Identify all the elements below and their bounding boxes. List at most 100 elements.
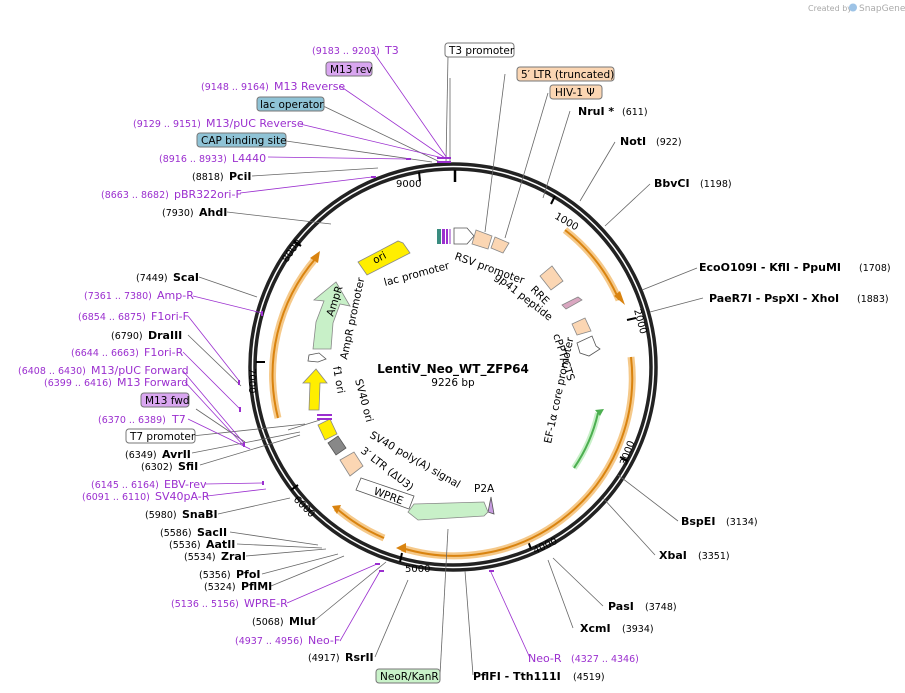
site-name-scai: ScaI [173, 271, 199, 284]
snapgene-logo-icon [849, 3, 857, 12]
primer-pos-m13-puc-reverse: (9129 .. 9151) [133, 119, 201, 130]
site-name-draiii: DraIII [148, 329, 182, 342]
cap-site-box [196, 132, 287, 148]
site-name-pfoi: PfoI [236, 568, 261, 581]
primer-pos-amp-r: (7361 .. 7380) [84, 291, 152, 302]
primer-name-m13-puc-reverse: M13/pUC Reverse [206, 117, 304, 130]
site-name-mlui: MluI [289, 615, 316, 628]
site-name-pcii: PciI [229, 170, 251, 183]
hiv-psi-box [549, 84, 603, 100]
site-pos-bbvci: (1198) [700, 179, 732, 190]
site-name-aatii: AatII [206, 538, 235, 551]
site-name-nrui: NruI * [578, 105, 614, 118]
plasmid-name: LentiV_Neo_WT_ZFP64 [377, 362, 529, 377]
primer-name-m13-puc-forward: M13/pUC Forward [91, 364, 189, 377]
credit-prefix: Created by [808, 4, 852, 13]
site-pos-paer7i: (1883) [857, 294, 889, 305]
primer-pos-t3: (9183 .. 9203) [312, 46, 380, 57]
site-pos-draiii: (6790) [111, 331, 143, 342]
feature-p2a: P2A [474, 483, 495, 495]
site-name-pasi: PasI [608, 600, 634, 613]
site-name-eco0109i: EcoO109I - KflI - PpuMI [699, 261, 841, 274]
site-pos-pflfi: (4519) [573, 672, 605, 683]
primer-pos-sv40pa-r: (6091 .. 6110) [82, 492, 150, 503]
primer-name-ebv-rev: EBV-rev [164, 478, 207, 491]
backbone-inner-ring [253, 167, 653, 567]
ltr-truncated-box [516, 66, 615, 82]
primer-pos-neo-r: (4327 .. 4346) [571, 654, 639, 665]
tick-label-8000: 8000 [280, 238, 304, 265]
tick-label-2000: 2000 [631, 308, 648, 335]
neor-kanr-box [375, 668, 441, 684]
backbone-outer-ring [248, 162, 658, 572]
site-pos-pflmi: (5324) [204, 582, 236, 593]
site-pos-scai: (7449) [136, 273, 168, 284]
site-pos-bspei: (3134) [726, 517, 758, 528]
site-name-bspei: BspEI [681, 515, 715, 528]
site-pos-eco0109i: (1708) [859, 263, 891, 274]
primer-pos-m13-forward: (6399 .. 6416) [44, 378, 112, 389]
primer-pos-m13-reverse: (9148 .. 9164) [201, 82, 269, 93]
credit-brand: SnapGene [859, 4, 905, 14]
site-name-noti: NotI [620, 135, 646, 148]
feature-lac-promoter: lac promoter [383, 260, 452, 289]
primer-pos-ebv-rev: (6145 .. 6164) [91, 480, 159, 491]
feature-f1-ori: f1 ori [330, 365, 347, 394]
primer-name-t7: T7 [171, 413, 186, 426]
primer-name-wpre-r: WPRE-R [244, 597, 288, 610]
site-pos-avrii: (6349) [125, 450, 157, 461]
site-name-avrii: AvrII [162, 448, 191, 461]
site-pos-nrui: (611) [622, 107, 648, 118]
site-name-xcmi: XcmI [580, 622, 611, 635]
t7-promoter-box [125, 428, 196, 444]
primer-marks [238, 157, 494, 572]
site-pos-aatii: (5536) [169, 540, 201, 551]
tick-marks [256, 170, 637, 563]
site-name-pflfi: PflFI - Tth111I [473, 670, 561, 683]
site-pos-zrai: (5534) [184, 552, 216, 563]
tick-label-5000: 5000 [405, 564, 430, 575]
primer-pos-t7: (6370 .. 6389) [98, 415, 166, 426]
lac-operator-box [256, 96, 325, 112]
cap-site-label: CAP binding site [201, 135, 287, 147]
site-pos-xcmi: (3934) [622, 624, 654, 635]
primer-pos-f1ori-f: (6854 .. 6875) [78, 312, 146, 323]
cds-arcs [269, 227, 636, 560]
neor-kanr-label: NeoR/KanR [380, 671, 439, 683]
site-name-snabi: SnaBI [182, 508, 218, 521]
m13-rev-box [325, 61, 373, 77]
tick-label-7000: 7000 [246, 368, 257, 393]
feature-sv40-ori: SV40 ori [352, 378, 375, 424]
m13-fwd-label: M13 fwd [145, 395, 190, 407]
tick-label-6000: 6000 [291, 494, 317, 520]
ltr-truncated-label: 5′ LTR (truncated) [521, 69, 614, 81]
primer-pos-pbr322ori-f: (8663 .. 8682) [101, 190, 169, 201]
site-name-sfii: SfiI [178, 460, 198, 473]
primer-name-m13-forward: M13 Forward [117, 376, 188, 389]
site-pos-snabi: (5980) [145, 510, 177, 521]
t3-promoter-label: T3 promoter [448, 45, 515, 57]
tick-label-9000: 9000 [396, 179, 421, 190]
hiv-psi-label: HIV-1 Ψ [555, 87, 595, 99]
site-name-zrai: ZraI [221, 550, 246, 563]
primer-name-neo-f: Neo-F [308, 634, 340, 647]
m13-rev-label: M13 rev [330, 64, 373, 76]
site-pos-ahdi: (7930) [162, 208, 194, 219]
primer-name-pbr322ori-f: pBR322ori-F [174, 188, 242, 201]
primer-pos-wpre-r: (5136 .. 5156) [171, 599, 239, 610]
t3-promoter-box [444, 42, 515, 58]
lac-operator-label: lac operator [260, 99, 324, 111]
site-name-paer7i: PaeR7I - PspXI - XhoI [709, 292, 839, 305]
site-pos-pcii: (8818) [192, 172, 224, 183]
feature-ori: ori [371, 250, 389, 267]
site-pos-rsrii: (4917) [308, 653, 340, 664]
primer-leader-lines [182, 49, 531, 659]
site-pos-sfii: (6302) [141, 462, 173, 473]
inner-features: ori P2A WPRE AmpR [302, 227, 601, 521]
site-name-rsrii: RsrII [345, 651, 374, 664]
site-name-pflmi: PflMI [241, 580, 272, 593]
site-name-bbvci: BbvCI [654, 177, 690, 190]
primer-name-neo-r: Neo-R [528, 652, 562, 665]
